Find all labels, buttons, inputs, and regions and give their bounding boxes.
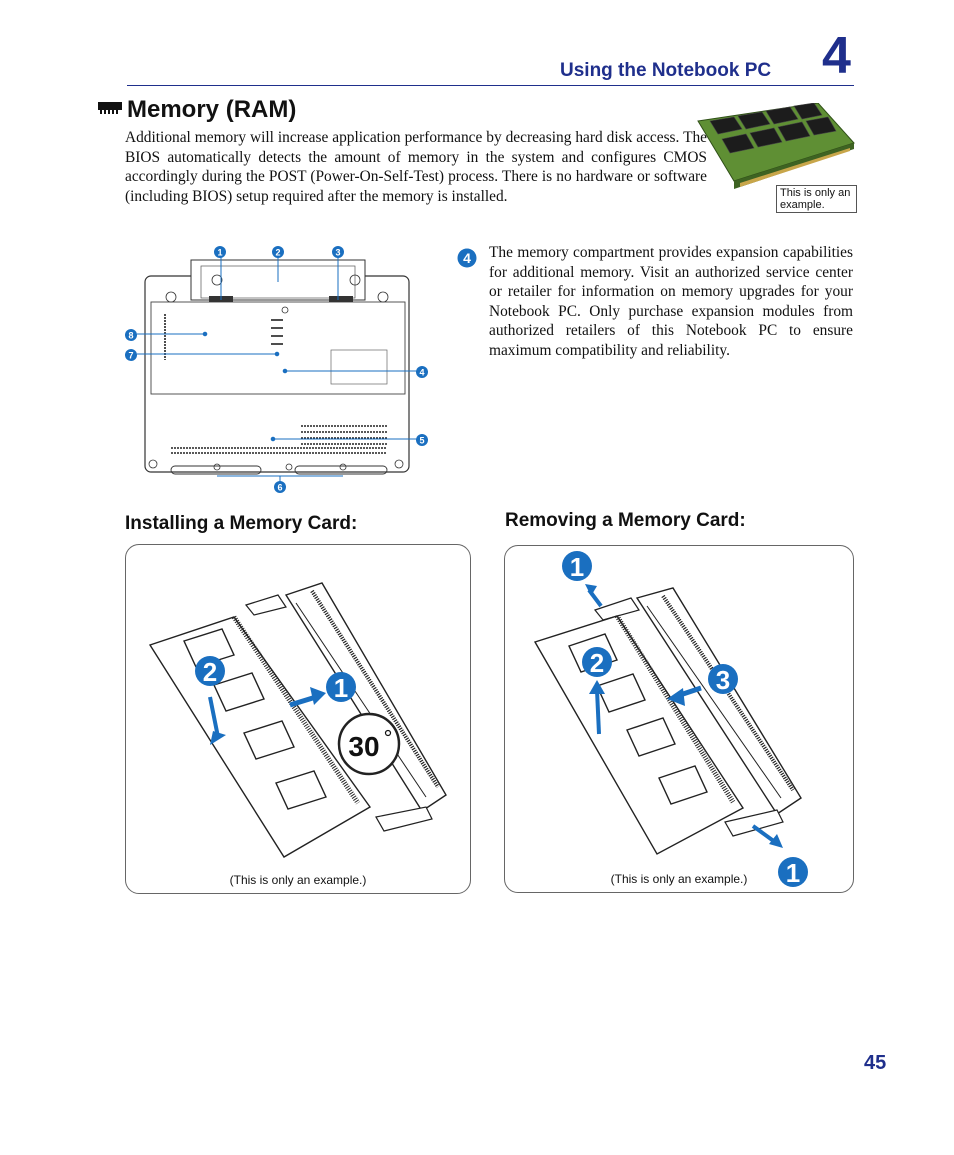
- step-number: 1: [334, 673, 348, 703]
- callout-number: 6: [277, 483, 282, 493]
- step-badge-1: 1: [562, 551, 592, 582]
- installing-figure: 30 2 1 (This is only an example.): [125, 544, 471, 894]
- step-badge-1-lower: 1: [778, 857, 808, 888]
- memory-module-photo: [697, 103, 855, 189]
- callout-number: 1: [217, 248, 222, 258]
- intro-paragraph: Additional memory will increase applicat…: [125, 129, 707, 205]
- angle-label: 30: [348, 731, 379, 762]
- step-bullet: 4: [457, 248, 477, 268]
- callout-badge: 3: [332, 245, 344, 263]
- header-rule: [127, 85, 854, 86]
- callout-badge: 1: [214, 245, 226, 263]
- callout-badge: 7: [125, 348, 137, 366]
- removing-caption: (This is only an example.): [610, 872, 748, 886]
- callout-number: 3: [335, 248, 340, 258]
- installing-illustration: 30 2 1: [148, 582, 447, 858]
- bullet-number: 4: [463, 250, 471, 266]
- running-header: Using the Notebook PC: [560, 60, 772, 81]
- memory-module-icon: [98, 102, 122, 114]
- step-number: 2: [203, 657, 217, 687]
- step-number: 2: [590, 648, 604, 678]
- callout-number: 8: [128, 331, 133, 341]
- section-title: Memory (RAM): [127, 96, 297, 123]
- callout-number: 2: [275, 248, 280, 258]
- photo-note: This is only an example.: [776, 185, 857, 213]
- page-number: 45: [864, 1052, 887, 1074]
- notebook-bottom-diagram: [137, 256, 417, 484]
- callout-badge: 2: [272, 245, 284, 263]
- step-number: 1: [786, 858, 800, 888]
- step-badge-3: 3: [708, 664, 738, 695]
- degree-symbol: [384, 729, 392, 737]
- callout-badge: 5: [416, 433, 428, 451]
- removing-illustration: 1 2 3 1: [533, 551, 808, 888]
- step-badge-2: 2: [582, 647, 612, 678]
- chapter-number: 4: [822, 27, 851, 85]
- removing-title: Removing a Memory Card:: [505, 510, 746, 531]
- installing-title: Installing a Memory Card:: [125, 513, 358, 534]
- callout-badge: 4: [416, 365, 428, 383]
- compartment-description: The memory compartment provides expansio…: [489, 244, 853, 359]
- callout-number: 5: [419, 436, 424, 446]
- step-number: 1: [570, 552, 584, 582]
- step-badge-1: 1: [326, 672, 356, 703]
- step-number: 3: [716, 665, 730, 695]
- callout-number: 7: [128, 351, 133, 361]
- installing-caption: (This is only an example.): [229, 873, 367, 887]
- callout-badge: 8: [125, 328, 137, 346]
- removing-figure: 1 2 3 1 (This is only an example.): [504, 545, 854, 893]
- step-badge-2: 2: [195, 656, 225, 687]
- callout-number: 4: [419, 368, 424, 378]
- callout-badge: 6: [274, 480, 286, 498]
